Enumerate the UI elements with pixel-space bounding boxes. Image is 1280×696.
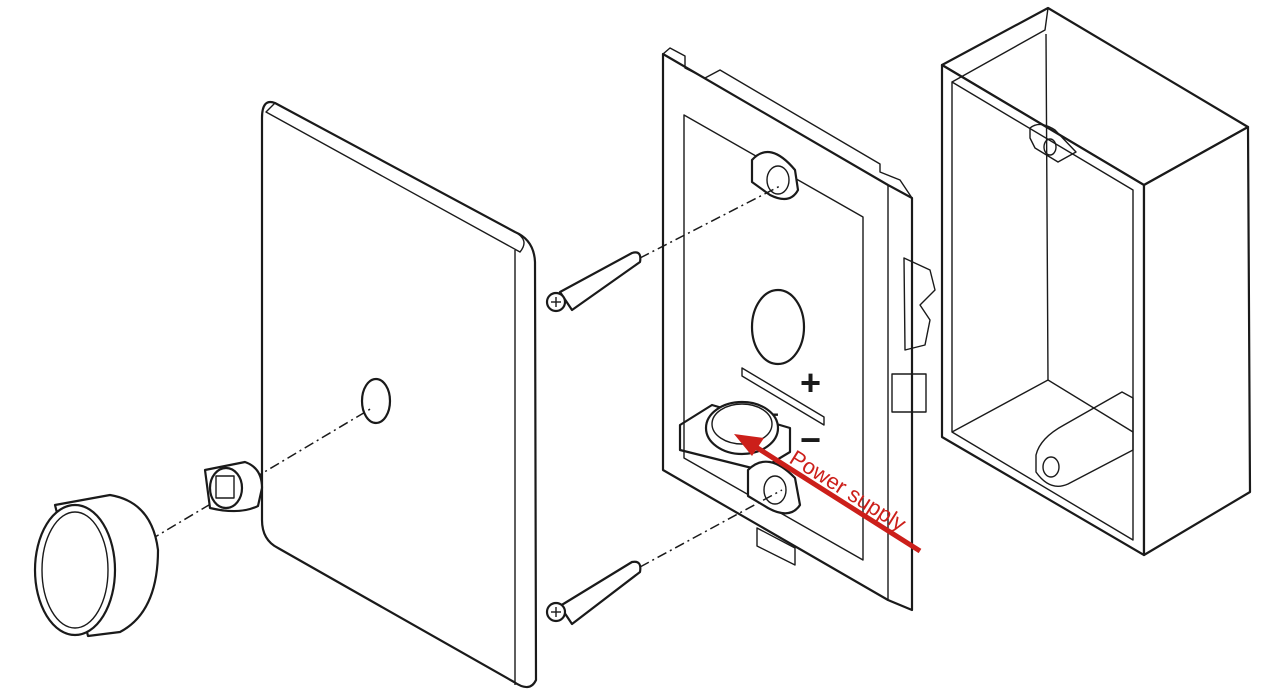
screw-bottom	[545, 560, 642, 626]
mounting-frame: + − −	[661, 47, 936, 612]
adapter	[203, 460, 264, 513]
plus-sign: +	[800, 362, 821, 403]
wall-box	[940, 6, 1252, 557]
screw-top	[545, 251, 642, 313]
battery	[704, 400, 780, 456]
minus-sign: −	[800, 419, 821, 460]
front-cover	[260, 100, 538, 689]
alignment-lines	[149, 184, 783, 568]
knob	[33, 493, 160, 638]
